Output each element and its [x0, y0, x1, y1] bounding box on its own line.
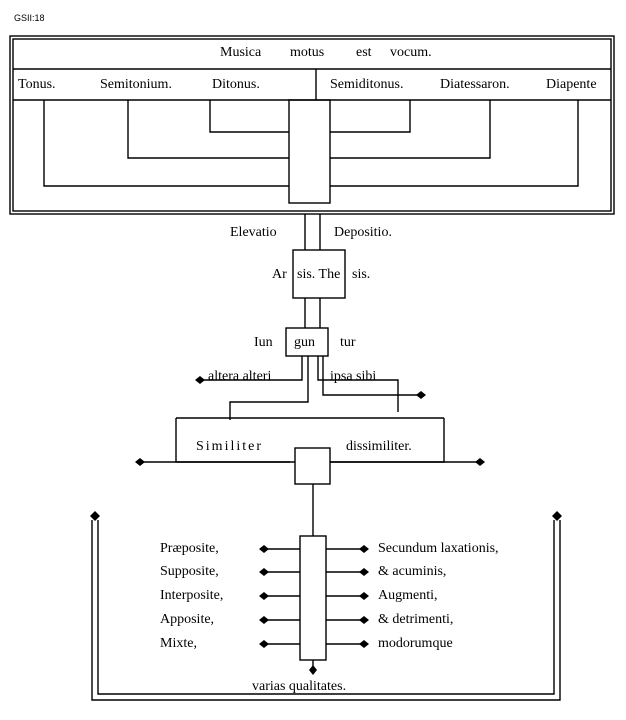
title-word: est — [356, 45, 372, 60]
left-item: Apposite, — [160, 612, 215, 627]
bottom-inner-frame — [97, 520, 555, 695]
bracket-semitonium — [127, 100, 289, 159]
arrow-icon — [259, 592, 269, 600]
title-word: motus — [290, 45, 325, 60]
bracket-semiditonus — [330, 100, 411, 133]
ipsa-sibi-label: ipsa sibi — [330, 369, 377, 384]
arrow-icon — [195, 376, 205, 384]
arrow-icon — [135, 458, 145, 466]
right-item: & acuminis, — [378, 564, 447, 579]
left-item: Mixte, — [160, 636, 197, 651]
interval-label: Semiditonus. — [330, 77, 404, 92]
arsis-box-text: sis. The — [297, 267, 341, 282]
arrow-icon — [359, 545, 369, 553]
interval-label: Tonus. — [18, 77, 56, 92]
central-bar — [299, 535, 327, 661]
arrow-icon — [416, 391, 426, 399]
arrow-icon — [259, 616, 269, 624]
bracket-tonus — [43, 100, 289, 187]
iun-label: Iun — [254, 335, 273, 350]
footer-label: varias qualitates. — [252, 679, 347, 694]
bottom-outer-frame — [91, 520, 561, 701]
arrow-icon — [475, 458, 485, 466]
interval-label: Ditonus. — [212, 77, 260, 92]
altera-alteri-label: altera alteri — [208, 369, 272, 384]
right-item: modorumque — [378, 636, 453, 651]
left-item: Præposite, — [160, 541, 219, 556]
arrow-icon — [309, 665, 317, 675]
title-word: vocum. — [390, 45, 432, 60]
arrow-icon — [90, 511, 100, 521]
arrow-icon — [259, 568, 269, 576]
elevatio-label: Elevatio — [230, 225, 277, 240]
interval-label: Semitonium. — [100, 77, 172, 92]
interval-label: Diapente — [546, 77, 597, 92]
title-word: Musica — [220, 45, 262, 60]
right-item: Secundum laxationis, — [378, 541, 499, 556]
top-inner-frame — [12, 38, 612, 212]
arsis-left: Ar — [272, 267, 287, 282]
right-item: & detrimenti, — [378, 612, 454, 627]
page-label: GSII:18 — [14, 13, 45, 23]
center-small-box — [294, 447, 331, 485]
thesis-right: sis. — [352, 267, 371, 282]
right-item: Augmenti, — [378, 588, 438, 603]
bracket-diapente — [330, 100, 579, 187]
gun-label: gun — [294, 335, 315, 350]
arrow-icon — [359, 640, 369, 648]
bracket-diatessaron — [330, 100, 491, 159]
arrow-icon — [259, 545, 269, 553]
arrow-icon — [359, 568, 369, 576]
arrow-icon — [552, 511, 562, 521]
arsis-thesis-box — [292, 249, 346, 299]
left-item: Supposite, — [160, 564, 219, 579]
bracket-ditonus — [209, 100, 289, 133]
tur-label: tur — [340, 335, 356, 350]
top-outer-frame — [9, 35, 615, 215]
arrow-icon — [259, 640, 269, 648]
central-column — [288, 99, 331, 204]
arrow-icon — [359, 592, 369, 600]
depositio-label: Depositio. — [334, 225, 392, 240]
similiter-label: Similiter — [196, 439, 263, 454]
dissimiliter-label: dissimiliter. — [346, 439, 412, 454]
arrow-icon — [359, 616, 369, 624]
interval-label: Diatessaron. — [440, 77, 510, 92]
left-item: Interposite, — [160, 588, 224, 603]
iungun-box — [285, 327, 329, 357]
